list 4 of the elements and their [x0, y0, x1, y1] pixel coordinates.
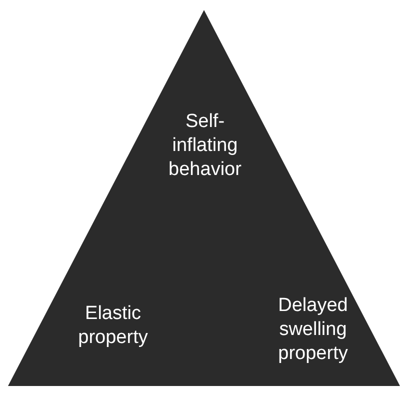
triangle-label: Self-inflating behavior [168, 110, 242, 182]
triangle-label: Delayed swelling property [277, 294, 349, 366]
triangle-label: Elastic property [77, 302, 149, 350]
triangle [8, 10, 400, 386]
